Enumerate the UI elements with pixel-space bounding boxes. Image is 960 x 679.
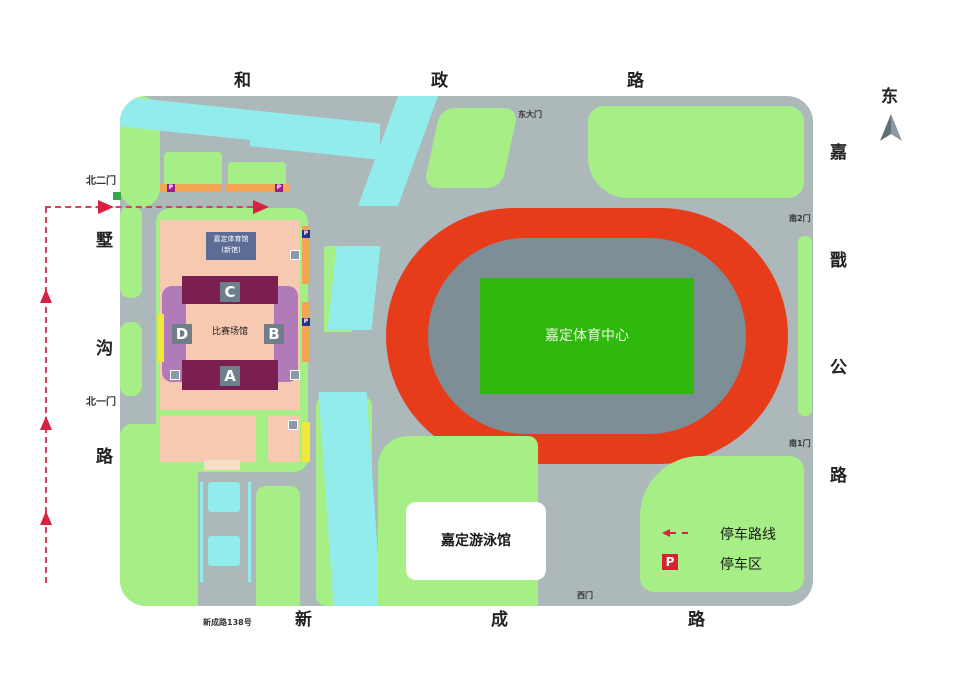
green-area xyxy=(120,206,142,298)
route-arrow-right-icon xyxy=(253,200,269,214)
route-arrow-right-icon xyxy=(98,200,114,214)
pool xyxy=(208,536,240,566)
gate-north-2: 北二门 xyxy=(86,176,116,187)
legend-parking-label: 停车区 xyxy=(720,557,762,573)
route-arrow-up-icon xyxy=(40,511,52,525)
gym-sign: 嘉定体育馆 (新馆) xyxy=(206,232,256,260)
water-channel-central xyxy=(327,246,381,330)
restroom-icon xyxy=(290,370,300,380)
road-label-west-2: 沟 xyxy=(96,339,113,359)
road-label-south-1: 新 xyxy=(295,610,312,630)
road-label-south-3: 路 xyxy=(688,610,705,630)
restroom-icon xyxy=(290,250,300,260)
zone-c[interactable]: C xyxy=(220,282,240,302)
gate-south-1: 南1门 xyxy=(789,439,811,448)
gym-plaza-south xyxy=(160,416,256,462)
parking-strip-north-2 xyxy=(226,184,290,192)
north-arrow-icon xyxy=(880,114,902,141)
road-label-west-1: 墅 xyxy=(96,231,113,251)
road-label-north-3: 路 xyxy=(627,71,644,91)
drop-off-strip-south xyxy=(302,422,310,462)
road-label-east-1: 嘉 xyxy=(830,143,847,163)
gym-subtitle: (新馆) xyxy=(221,246,241,254)
swimming-hall[interactable]: 嘉定游泳馆 xyxy=(406,502,546,580)
gate-west: 西门 xyxy=(577,591,593,600)
water-edge xyxy=(200,482,203,582)
parking-badge: P xyxy=(302,230,310,238)
road-label-east-3: 公 xyxy=(830,358,847,378)
restroom-icon xyxy=(288,420,298,430)
gym-title: 嘉定体育馆 xyxy=(213,235,249,243)
road-label-north-2: 政 xyxy=(431,71,448,91)
arena-label: 比赛场馆 xyxy=(211,327,248,337)
road-label-west-3: 路 xyxy=(96,447,113,467)
parking-strip-east-2 xyxy=(302,302,310,362)
route-arrow-up-icon xyxy=(40,416,52,430)
entrance-icon xyxy=(113,192,121,200)
green-area xyxy=(798,236,812,416)
road-label-north-1: 和 xyxy=(234,71,251,91)
zone-b[interactable]: B xyxy=(264,324,284,344)
legend-route-label: 停车路线 xyxy=(720,527,776,543)
road-label-east-4: 路 xyxy=(830,466,847,486)
gate-north-1: 北一门 xyxy=(86,397,116,408)
venue-map: P P 嘉定体育馆 (新馆) 比赛场馆 C B D A P P 嘉定体育中心 xyxy=(120,96,813,606)
parking-badge: P xyxy=(302,318,310,326)
stadium-field[interactable]: 嘉定体育中心 xyxy=(480,278,694,394)
road-label-east-2: 戬 xyxy=(830,251,847,271)
parking-route-vertical xyxy=(45,207,47,583)
green-area xyxy=(588,106,804,198)
entrance-steps xyxy=(204,460,240,470)
parking-badge: P xyxy=(275,184,283,192)
road-label-south-2: 成 xyxy=(491,610,508,630)
zone-a[interactable]: A xyxy=(220,366,240,386)
water-edge xyxy=(248,482,251,582)
parking-legend-icon: P xyxy=(662,554,678,570)
pool xyxy=(208,482,240,512)
parking-route-horizontal xyxy=(45,206,263,208)
green-area xyxy=(256,486,300,606)
parking-strip-east-1 xyxy=(302,226,310,284)
restroom-icon xyxy=(170,370,180,380)
address-label: 新成路138号 xyxy=(203,618,252,627)
compass-label: 东 xyxy=(881,87,898,107)
gate-east-main: 东大门 xyxy=(518,110,542,119)
green-area xyxy=(423,108,519,188)
route-legend-icon xyxy=(662,529,688,537)
green-area xyxy=(120,322,142,396)
legend: 停车路线 P 停车区 xyxy=(650,522,800,582)
arena-court xyxy=(186,304,274,360)
parking-strip-north-1 xyxy=(160,184,222,192)
parking-badge: P xyxy=(167,184,175,192)
zone-d[interactable]: D xyxy=(172,324,192,344)
route-arrow-up-icon xyxy=(40,289,52,303)
drop-off-strip-west xyxy=(158,314,164,362)
gate-south-2: 南2门 xyxy=(789,214,811,223)
